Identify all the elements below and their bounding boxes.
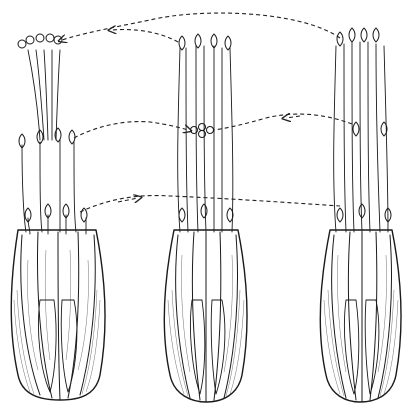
transition-arrows — [62, 13, 352, 212]
arrow-top-short — [112, 30, 178, 43]
arrow-lower — [80, 196, 340, 212]
arrow-top-long — [62, 13, 340, 40]
flower-right — [320, 28, 401, 402]
flower-middle — [164, 34, 247, 402]
arrow-mid-right — [214, 114, 352, 130]
flower-left — [11, 34, 105, 400]
arrow-mid-left — [74, 122, 188, 138]
